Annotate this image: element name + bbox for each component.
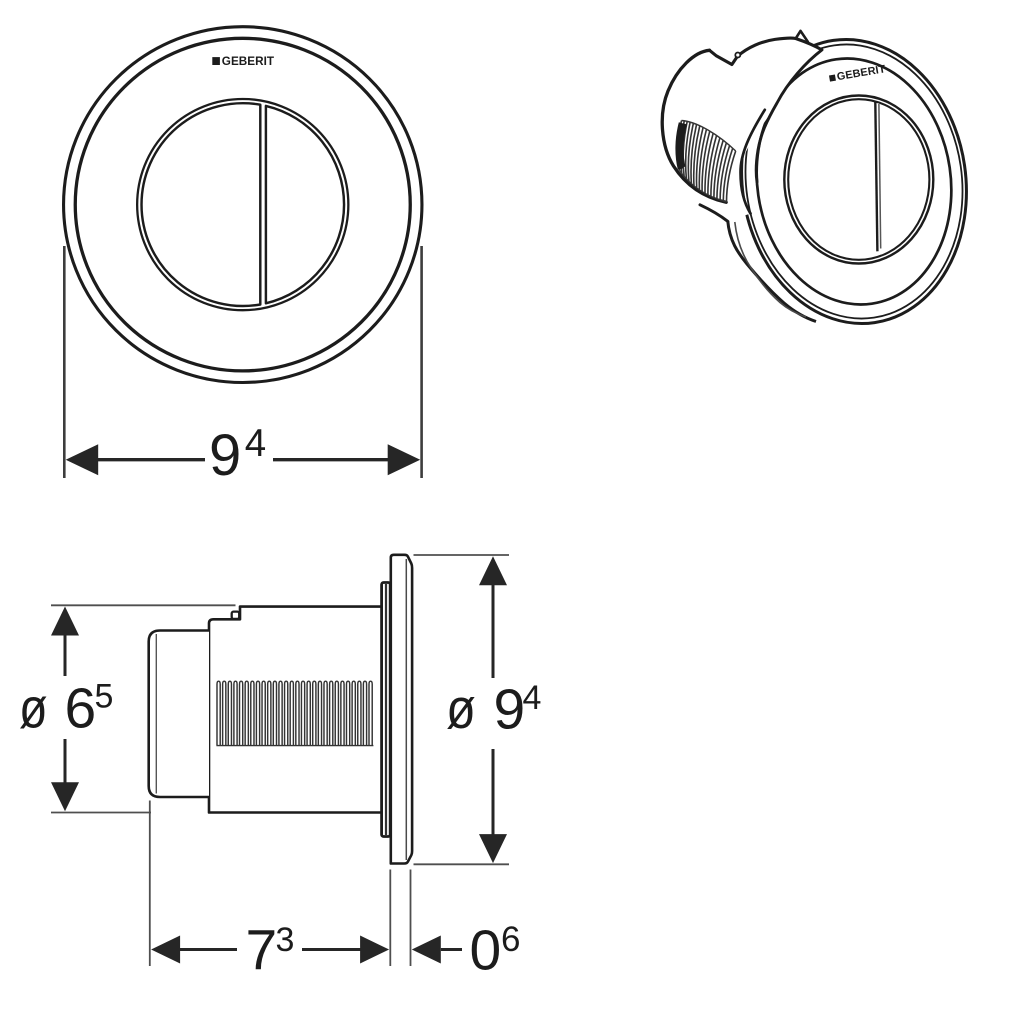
svg-text:6: 6 xyxy=(501,920,520,959)
svg-text:4: 4 xyxy=(245,422,266,465)
svg-text:6: 6 xyxy=(65,677,97,741)
svg-text:9: 9 xyxy=(209,423,241,488)
svg-text:3: 3 xyxy=(276,921,295,959)
svg-text:7: 7 xyxy=(246,919,278,983)
svg-text:GEBERIT: GEBERIT xyxy=(222,55,275,68)
svg-text:ø: ø xyxy=(446,677,476,741)
svg-text:4: 4 xyxy=(523,679,542,717)
svg-text:9: 9 xyxy=(494,677,526,741)
svg-text:ø: ø xyxy=(19,677,48,740)
svg-text:0: 0 xyxy=(470,919,502,983)
svg-text:5: 5 xyxy=(95,678,114,716)
